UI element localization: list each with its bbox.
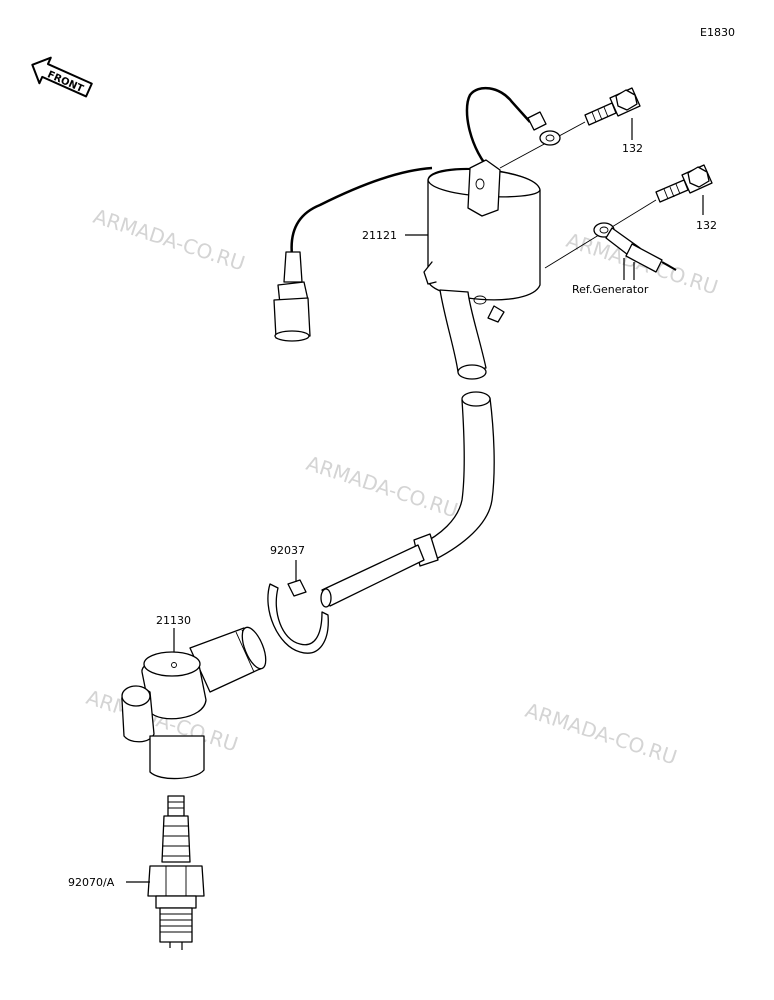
watermark-1: ARMADA-CO.RU bbox=[90, 204, 248, 276]
label-132-top: 132 bbox=[622, 142, 643, 155]
front-arrow-icon: FRONT bbox=[31, 56, 93, 98]
spark-plug: 92070/A bbox=[68, 795, 205, 950]
watermark-3: ARMADA-CO.RU bbox=[303, 451, 461, 523]
label-132-mid: 132 bbox=[696, 219, 717, 232]
label-ref-generator: Ref.Generator bbox=[572, 283, 649, 296]
diagram-code: E1830 bbox=[700, 26, 735, 39]
generator-terminal: Ref.Generator bbox=[572, 222, 677, 296]
label-92037: 92037 bbox=[270, 544, 305, 557]
clamp: 92037 bbox=[267, 544, 329, 654]
high-tension-cord bbox=[320, 391, 495, 608]
ignition-coil: 21121 bbox=[362, 159, 541, 380]
label-21121: 21121 bbox=[362, 229, 397, 242]
bolt-top: 132 bbox=[499, 87, 643, 169]
primary-wire bbox=[273, 166, 433, 342]
bolt-mid: 132 bbox=[544, 164, 717, 269]
watermark-5: ARMADA-CO.RU bbox=[522, 698, 680, 770]
label-92070a: 92070/A bbox=[68, 876, 115, 889]
label-21130: 21130 bbox=[156, 614, 191, 627]
ground-wire bbox=[465, 86, 561, 173]
spark-plug-cap: 21130 bbox=[121, 614, 267, 780]
